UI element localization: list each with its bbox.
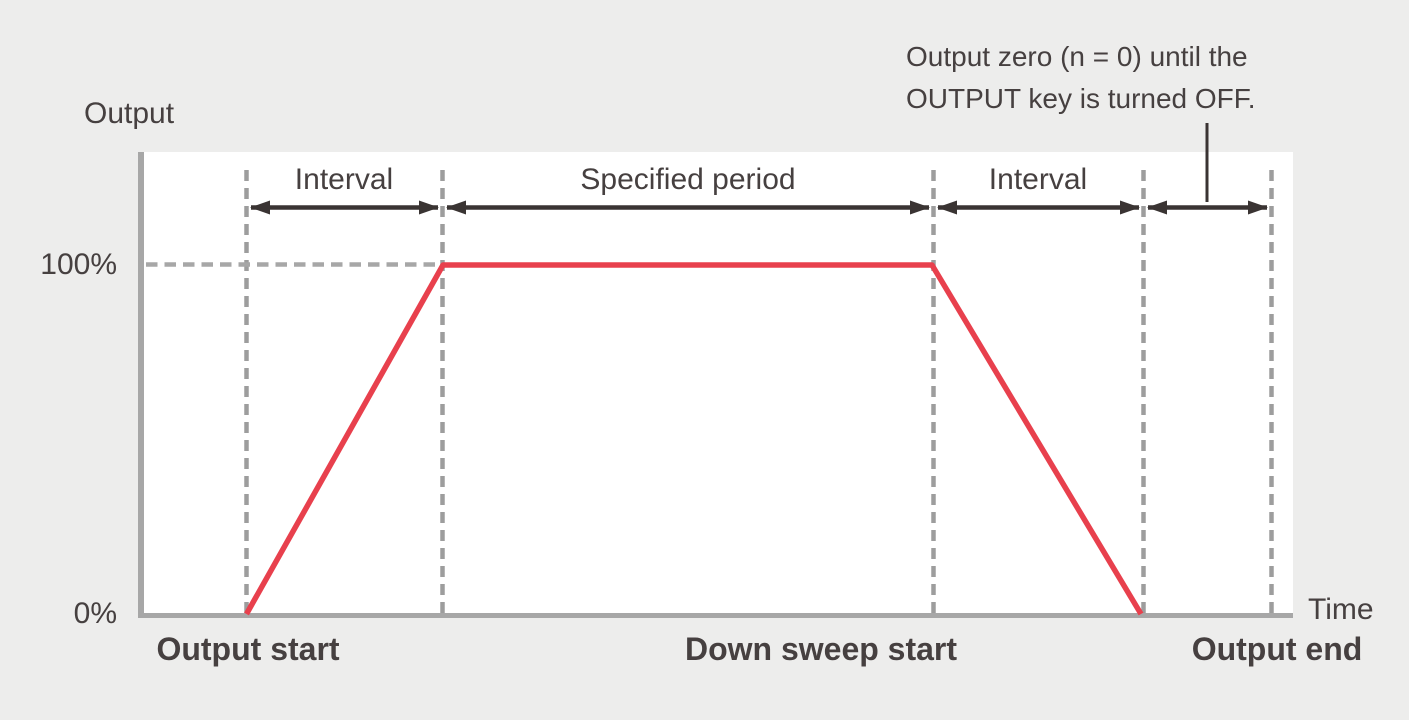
y-tick-100: 100% [40,248,117,281]
x-axis-title: Time [1308,593,1374,626]
plot-area [144,152,1293,613]
interval-2-label: Interval [988,163,1088,196]
y-axis-title: Output [84,97,175,130]
interval-1-label: Interval [294,163,394,196]
annotation-line-2: OUTPUT key is turned OFF. [906,83,1256,114]
down-sweep-start-label: Down sweep start [684,631,958,667]
output-start-label: Output start [156,631,340,667]
annotation-line-1: Output zero (n = 0) until the [906,41,1248,72]
output-sweep-line [244,262,1144,616]
y-tick-0: 0% [73,597,117,630]
output-end-label: Output end [1191,631,1363,667]
specified-period-label: Specified period [580,163,796,196]
output-zero-annotation: Output zero (n = 0) until the OUTPUT key… [906,36,1256,120]
